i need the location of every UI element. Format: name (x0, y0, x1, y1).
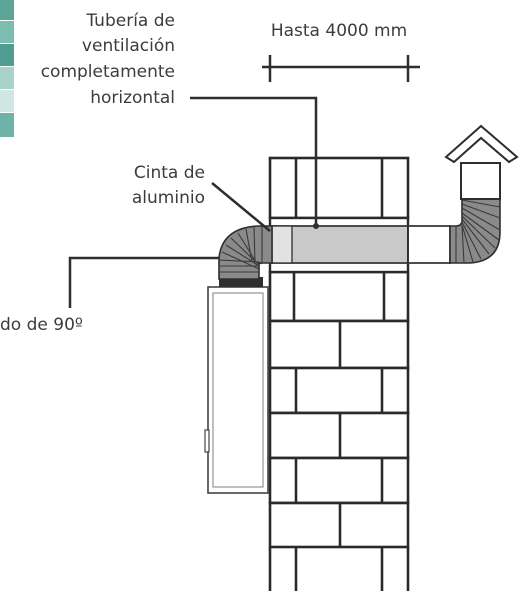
pipe-leader-dot (313, 223, 319, 229)
legend-swatch (0, 90, 14, 112)
right-flex-duct (449, 197, 501, 264)
pipe-label-line-4: horizontal (90, 88, 175, 108)
tape-label-line-2: aluminio (132, 188, 205, 208)
pipe-label-line-2: ventilación (82, 36, 175, 56)
legend-swatch (0, 21, 14, 43)
roof-terminal (444, 124, 519, 200)
legend-swatch (0, 67, 14, 89)
legend-strip (0, 0, 14, 137)
legend-swatch (0, 113, 14, 137)
elbow-leader-line (68, 256, 219, 308)
tape-label-line-1: Cinta de (134, 163, 205, 183)
legend-swatch (0, 0, 14, 20)
dimension-label: Hasta 4000 mm (271, 21, 407, 41)
horizontal-vent-pipe (268, 216, 451, 274)
dimension-line (262, 55, 420, 82)
pipe-label-line-3: completamente (41, 62, 175, 82)
pipe-leader-line (190, 96, 318, 226)
brick-wall (268, 156, 410, 591)
left-flex-elbow (218, 225, 273, 280)
tape-leader-line (211, 182, 271, 232)
legend-swatch (0, 44, 14, 66)
boiler-unit (204, 277, 269, 494)
aluminium-tape-band (271, 225, 293, 264)
elbow-label: do de 90º (0, 315, 83, 335)
pipe-label-line-1: Tubería de (85, 11, 175, 31)
